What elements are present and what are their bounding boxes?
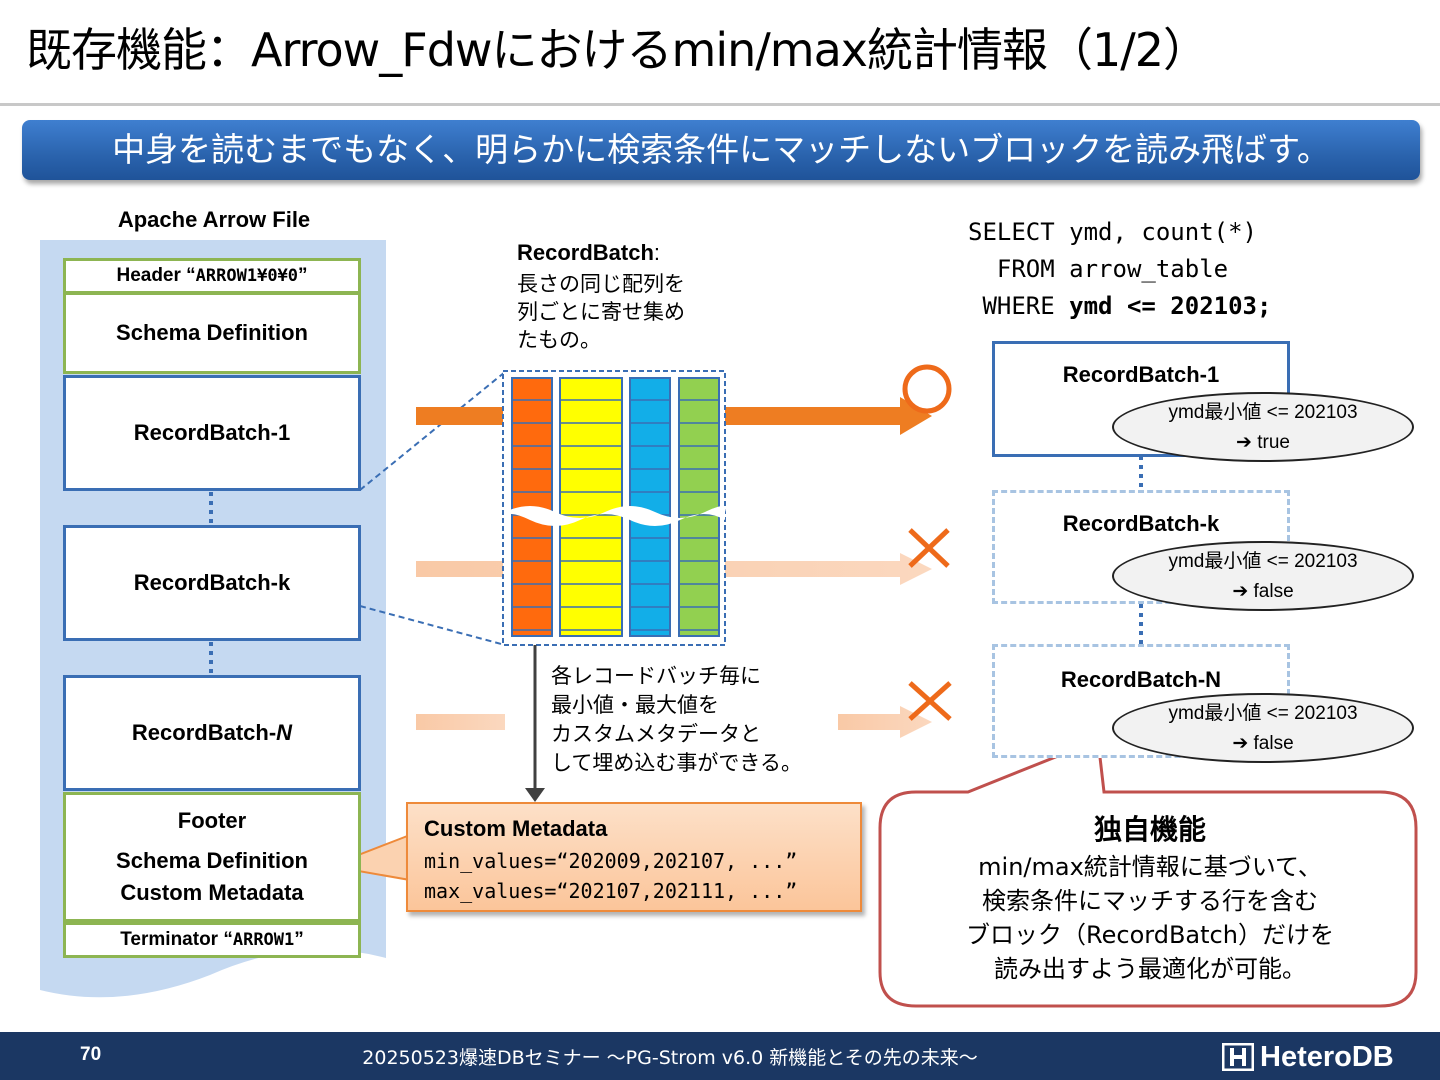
column-array-2 (559, 377, 623, 637)
file-schema-block: Schema Definition (63, 292, 361, 374)
condition-result: ➔ false (1232, 581, 1294, 602)
recordbatch-colon: : (653, 240, 661, 265)
condition-ellipse-k: ymd最小値 <= 202103 ➔ false (1112, 541, 1414, 611)
recordbatch-heading: RecordBatch: (517, 240, 660, 266)
header-label: Header “ (116, 265, 196, 286)
sql-line-3: WHERE ymd <= 202103; (968, 288, 1271, 325)
callout-title: 独自機能 (1093, 813, 1206, 846)
recordbatch-desc-line: たもの。 (517, 328, 601, 352)
summary-banner: 中身を読むまでもなく、明らかに検索条件にマッチしないブロックを読み飛ばす。 (22, 120, 1420, 180)
file-terminator-block: Terminator “ARROW1” (63, 922, 361, 958)
note-line: カスタムメタデータと (551, 722, 761, 746)
file-recordbatch-n: RecordBatch-N (63, 675, 361, 791)
file-header-block: Header “ARROW1¥0¥0” (63, 258, 361, 294)
note-line: して埋め込む事ができる。 (551, 751, 802, 775)
rbn-prefix: RecordBatch- (131, 720, 277, 745)
min-values: min_values=“202009,202107, ...” (424, 849, 798, 873)
terminator-close: ” (294, 929, 304, 950)
callout-line: 検索条件にマッチする行を含む (982, 887, 1318, 915)
sql-condition: ymd <= 202103; (1069, 292, 1272, 320)
note-line: 最小値・最大値を (551, 693, 719, 717)
skip-cross-icon-k (908, 528, 950, 568)
page-title: 既存機能：Arrow_Fdwにおけるmin/max統計情報（1/2） (26, 23, 1209, 77)
footer-metadata: Custom Metadata (120, 880, 304, 905)
page-number: 70 (80, 1044, 102, 1065)
footer-bar (0, 1032, 1440, 1080)
result-name: RecordBatch-k (1062, 511, 1220, 536)
skip-cross-icon-n (908, 681, 952, 721)
metadata-arrow-head (525, 788, 545, 802)
sql-line-2: FROM arrow_table (968, 255, 1229, 283)
footer-text: 20250523爆速DBセミナー ～PG-Strom v6.0 新機能とその先の… (362, 1047, 978, 1069)
condition-result: ➔ false (1232, 733, 1294, 754)
heterodb-logo-icon (1222, 1043, 1254, 1071)
note-line: 各レコードバッチ毎に (551, 664, 761, 688)
condition-result: ➔ true (1236, 432, 1290, 453)
heterodb-logo: HeteroDB (1222, 1038, 1394, 1076)
file-footer-block: Footer Schema Definition Custom Metadata (63, 792, 361, 922)
callout-line: min/max統計情報に基づいて、 (978, 853, 1322, 881)
recordbatch-desc-line: 列ごとに寄せ集め (517, 300, 685, 324)
sql-where: WHERE (968, 292, 1070, 320)
header-close: ” (298, 265, 308, 286)
feature-callout: 独自機能 min/max統計情報に基づいて、 検索条件にマッチする行を含む ブロ… (900, 810, 1400, 986)
recordbatch-term: RecordBatch (517, 240, 654, 265)
result-name: RecordBatch-N (1060, 667, 1222, 692)
flow-arrow-n-right (838, 706, 932, 738)
condition-ellipse-1: ymd最小値 <= 202103 ➔ true (1112, 392, 1414, 462)
flow-arrow-n-left (416, 714, 505, 730)
condition-text: ymd最小値 <= 202103 (1168, 551, 1358, 572)
logo-text: HeteroDB (1260, 1040, 1394, 1073)
condition-ellipse-n: ymd最小値 <= 202103 ➔ false (1112, 693, 1414, 763)
file-recordbatch-k: RecordBatch-k (63, 525, 361, 641)
result-name: RecordBatch-1 (1062, 362, 1220, 387)
callout-line: 読み出すよう最適化が可能。 (994, 955, 1306, 983)
metadata-note: 各レコードバッチ毎に 最小値・最大値を カスタムメタデータと して埋め込む事がで… (551, 662, 851, 778)
arrow-file-title: Apache Arrow File (117, 207, 311, 232)
zoom-line-top (359, 371, 506, 491)
sql-line-1: SELECT ymd, count(*) (968, 218, 1257, 246)
zoom-line-bottom (359, 605, 506, 646)
feature-callout-shape (878, 737, 1418, 1008)
condition-text: ymd最小値 <= 202103 (1168, 402, 1358, 423)
record-batch-columns (511, 377, 720, 637)
terminator-label: Terminator “ (120, 929, 233, 950)
sql-query: SELECT ymd, count(*) FROM arrow_table WH… (968, 214, 1271, 325)
terminator-magic: ARROW1 (232, 930, 295, 950)
footer-schema: Schema Definition (116, 848, 308, 873)
rbn-italic: N (276, 720, 293, 745)
column-array-4 (678, 377, 720, 637)
callout-line: ブロック（RecordBatch）だけを (966, 921, 1334, 949)
title-divider (0, 103, 1440, 106)
footer-label: Footer (177, 808, 247, 833)
header-magic: ARROW1¥0¥0 (195, 266, 299, 286)
recordbatch-description: 長さの同じ配列を 列ごとに寄せ集め たもの。 (517, 270, 737, 354)
match-circle-icon (902, 364, 952, 414)
custom-metadata-title: Custom Metadata (424, 816, 608, 841)
recordbatch-desc-line: 長さの同じ配列を (517, 272, 685, 296)
file-recordbatch-1: RecordBatch-1 (63, 375, 361, 491)
column-break-wave (505, 506, 726, 526)
condition-text: ymd最小値 <= 202103 (1168, 703, 1358, 724)
custom-metadata-box: Custom Metadata min_values=“202009,20210… (406, 802, 862, 912)
max-values: max_values=“202107,202111, ...” (424, 879, 798, 903)
